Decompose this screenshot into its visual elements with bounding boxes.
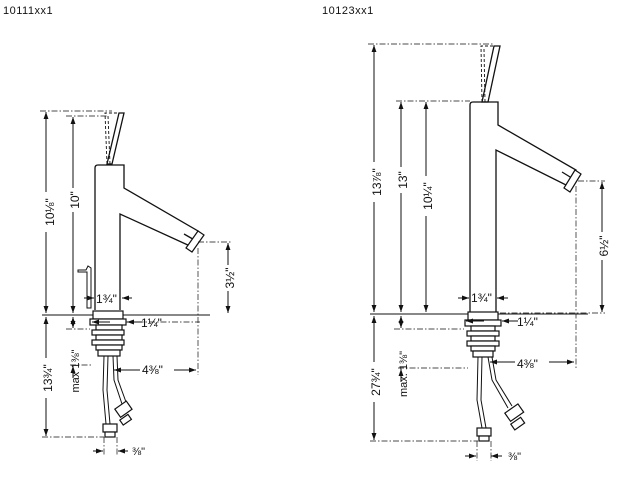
spout-height-label: 10" [68,191,82,209]
dimension-labels: 13⅞" 13" 10¼" 6½" 27¾" max. 1⅜" 1¾" [369,162,611,463]
supply-label: ⅜" [508,451,521,463]
dimension-lines [368,43,605,461]
mounting-shank-label: 1¼" [141,316,162,330]
mounting-assembly [89,310,127,357]
mounting-shank-label: 1¼" [517,315,538,329]
reach-label: 4⅜" [517,357,538,371]
clearance-label: 3½" [223,268,237,289]
supply-hoses [102,355,133,438]
base-diameter-label: 1¾" [471,291,492,305]
lever-handle [480,45,501,103]
spout-outlet-label: 10¼" [421,182,435,210]
max-deck-label: max. 1⅜" [398,351,410,397]
below-deck-label: 13¾" [41,364,55,392]
base-diameter-label: 1¾" [96,292,117,306]
faucet-body [77,164,205,310]
below-deck-label: 27¾" [369,368,383,396]
reach-label: 4⅜" [142,363,163,377]
model-code: 10123xx1 [322,5,374,17]
faucet-body [469,101,582,312]
mounting-assembly [464,311,502,358]
lever-handle [104,112,125,165]
overall-height-label: 10⅛" [43,198,57,226]
max-deck-label: max 1⅜" [70,349,82,392]
supply-hoses [476,356,526,442]
spout-height-label: 13" [396,171,410,189]
faucet-drawing-10111: 10111xx1 [3,5,237,458]
supply-label: ⅜" [132,446,145,458]
clearance-label: 6½" [597,236,611,257]
dimension-lines [40,110,232,456]
dimension-labels: 10⅛" 10" 3½" 13¾" max 1⅜" 1¾" 1¼" 4⅜" ⅜" [41,188,237,458]
model-code: 10111xx1 [3,5,53,17]
overall-height-label: 13⅞" [370,168,384,196]
faucet-drawing-10123: 10123xx1 [322,5,611,463]
